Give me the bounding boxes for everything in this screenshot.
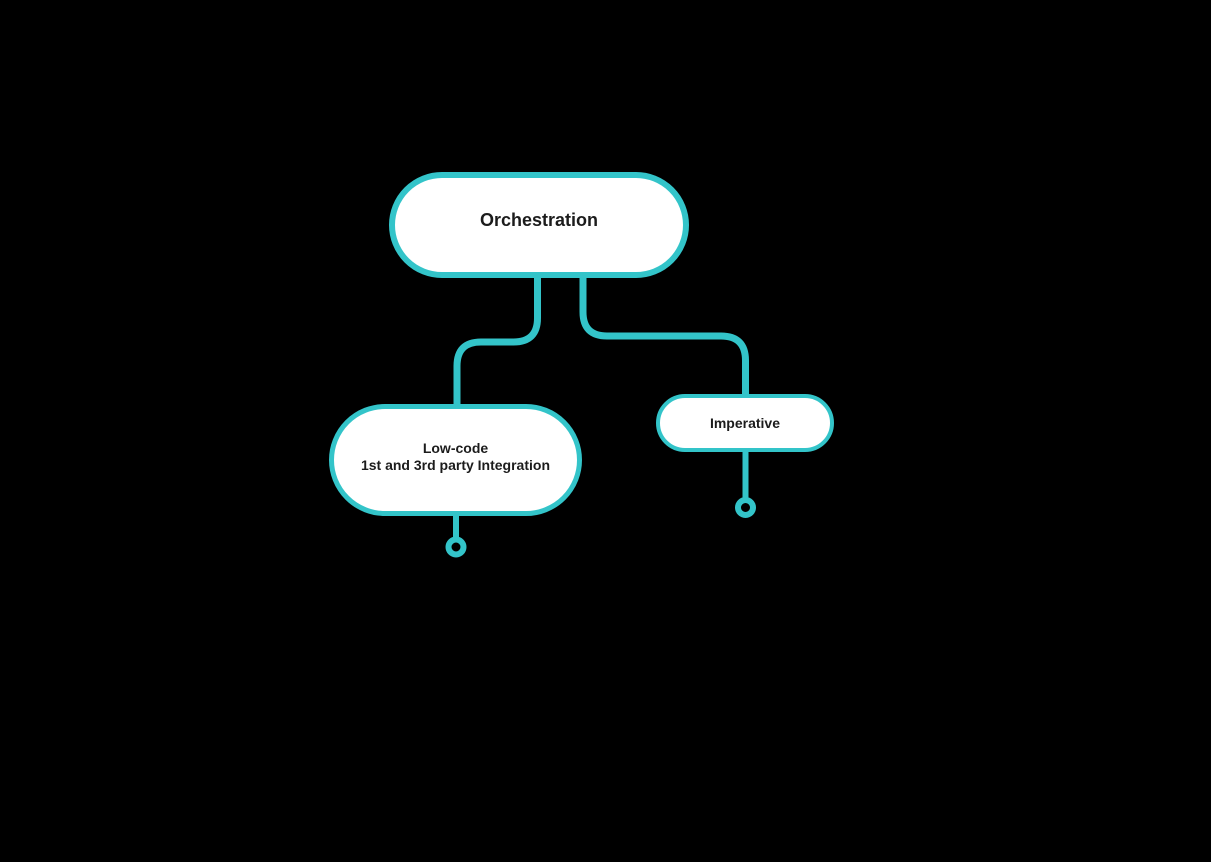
node-imperative-label: Imperative [709,415,781,431]
node-low-code[interactable]: Low-code 1st and 3rd party Integration [329,404,582,516]
connector-root-to-lowcode [453,274,541,406]
node-orchestration[interactable]: Orchestration [389,172,689,278]
node-low-code-label-line2: 1st and 3rd party Integration [360,456,551,473]
node-imperative[interactable]: Imperative [656,394,834,452]
collapse-indicator-lowcode[interactable] [445,536,467,558]
node-orchestration-label: Orchestration [479,209,599,230]
collapse-indicator-imperative[interactable] [735,497,756,518]
connector-root-to-imperative [579,274,749,397]
node-low-code-label-line1: Low-code [422,439,489,456]
